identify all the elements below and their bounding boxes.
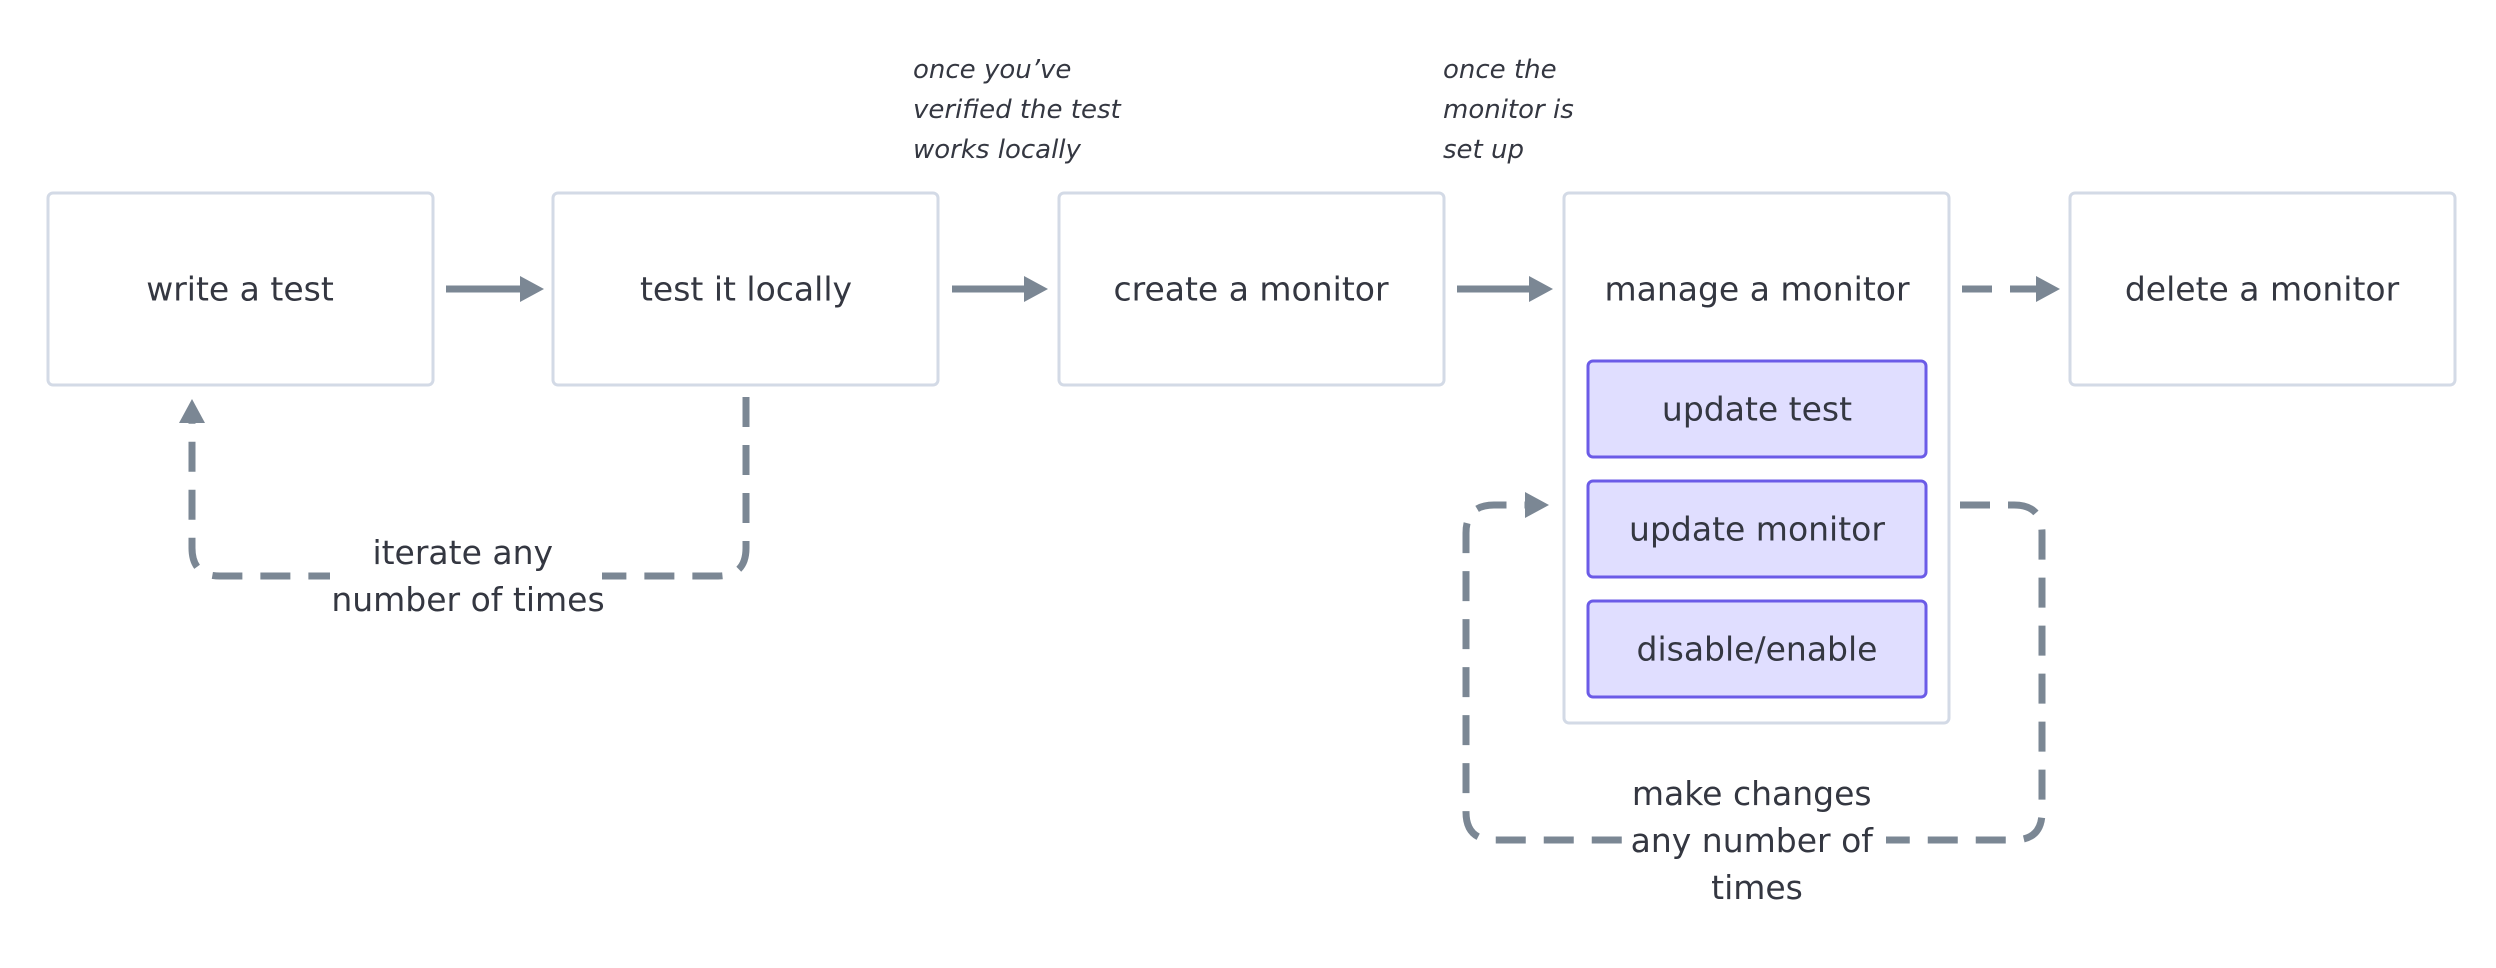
arrowhead <box>520 276 544 302</box>
note-before-manage: once the monitor is set up <box>1443 55 1582 165</box>
note-line: monitor is <box>1443 95 1574 125</box>
sub-step-label: update test <box>1662 390 1852 429</box>
loop-label-line: any number of <box>1631 821 1875 860</box>
step-label: write a test <box>146 270 334 309</box>
sub-step-label: disable/enable <box>1637 630 1878 669</box>
loop-label: make changes any number of times <box>1631 774 1884 907</box>
step-manage-monitor: manage a monitor update test update moni… <box>1562 191 1951 725</box>
step-box <box>2068 191 2457 387</box>
step-write-test: write a test <box>46 191 435 387</box>
arrow-manage-to-delete <box>1962 276 2060 302</box>
arrow-write-to-test <box>446 276 544 302</box>
step-box <box>1057 191 1446 387</box>
step-delete-monitor: delete a monitor <box>2068 191 2457 387</box>
step-label: create a monitor <box>1113 270 1389 309</box>
arrowhead <box>1024 276 1048 302</box>
note-line: set up <box>1443 135 1524 165</box>
loop-label-line: times <box>1711 868 1803 907</box>
note-line: works locally <box>913 135 1082 165</box>
loop-make-changes: make changes any number of times <box>1462 492 2046 920</box>
step-label: test it locally <box>640 270 852 309</box>
loop-label-line: iterate any <box>372 533 553 572</box>
sub-step-box <box>1586 479 1928 579</box>
step-label: manage a monitor <box>1604 270 1910 309</box>
arrow-create-to-manage <box>1457 276 1553 302</box>
sub-step-box <box>1586 599 1928 699</box>
sub-step-box <box>1586 359 1928 459</box>
step-create-monitor: create a monitor <box>1057 191 1446 387</box>
step-box <box>551 191 940 387</box>
arrowhead <box>2036 276 2060 302</box>
sub-step-label: update monitor <box>1629 510 1885 549</box>
sub-step-disable-enable: disable/enable <box>1586 599 1928 699</box>
loop-label-line: make changes <box>1632 774 1872 813</box>
step-box <box>46 191 435 387</box>
loop-label-gap <box>1628 770 1886 920</box>
step-test-locally: test it locally <box>551 191 940 387</box>
loop-label-gap <box>330 530 602 630</box>
note-line: once you’ve <box>913 55 1071 85</box>
note-line: once the <box>1443 55 1557 85</box>
arrow-test-to-create <box>952 276 1048 302</box>
loop-label-line: number of times <box>331 580 604 619</box>
sub-step-update-test: update test <box>1586 359 1928 459</box>
note-before-create: once you’ve verified the test works loca… <box>913 55 1129 165</box>
sub-step-update-monitor: update monitor <box>1586 479 1928 579</box>
arrowhead <box>179 399 205 423</box>
arrowhead <box>1529 276 1553 302</box>
loop-label: iterate any number of times <box>331 533 604 619</box>
step-label: delete a monitor <box>2125 270 2400 309</box>
loop-iterate-locally: iterate any number of times <box>179 397 750 630</box>
note-line: verified the test <box>913 95 1122 125</box>
arrowhead <box>1525 492 1549 518</box>
